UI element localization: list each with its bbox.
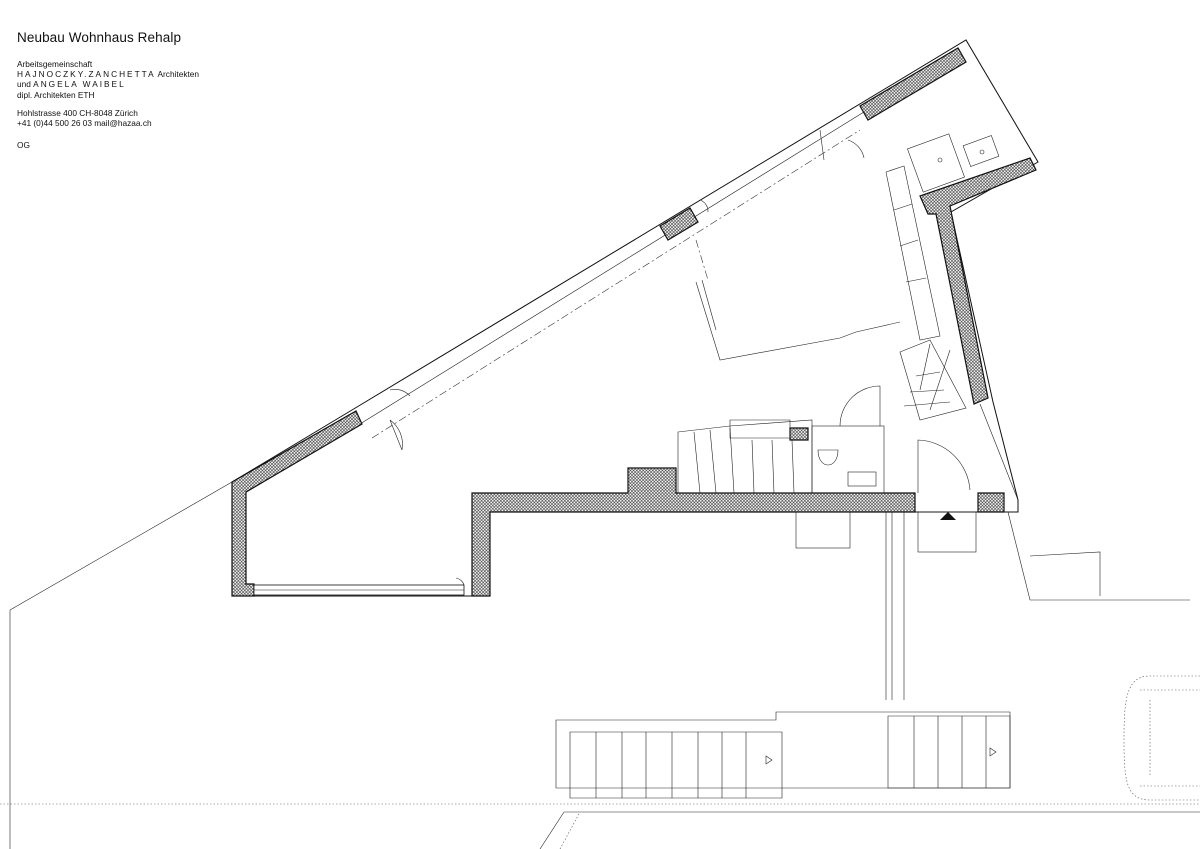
wall-facade-pier-1 xyxy=(659,207,699,241)
title-block: Neubau Wohnhaus Rehalp Arbeitsgemeinscha… xyxy=(17,30,257,150)
built-in-cabinets xyxy=(885,165,941,341)
wall-east-stub xyxy=(977,492,1005,513)
garage-door-left xyxy=(569,731,783,799)
wall-core-stub xyxy=(789,427,809,441)
wc-room xyxy=(811,425,885,494)
wall-left-wing xyxy=(231,410,363,597)
site-boundary-line xyxy=(9,481,233,611)
door-swing-4 xyxy=(699,199,709,213)
wall-central xyxy=(471,467,916,597)
project-title: Neubau Wohnhaus Rehalp xyxy=(17,30,182,45)
bathtub-icon xyxy=(907,133,965,193)
garage-outline xyxy=(555,711,1011,789)
entry-arrow-icon xyxy=(940,512,956,520)
firm-line-1: Arbeitsgemeinschaft xyxy=(17,59,93,69)
entrance-landing xyxy=(917,511,977,553)
door-swing-bottom xyxy=(455,577,465,586)
wall-right-core xyxy=(919,157,1037,405)
firm-name: HAJNOCZKY.ZANCHETTA xyxy=(17,69,156,80)
door-swing-core-1 xyxy=(839,385,881,427)
address-line: Hohlstrasse 400 CH-8048 Zürich xyxy=(17,107,138,118)
door-swing-2 xyxy=(389,389,411,397)
firm-suffix: Architekten xyxy=(155,69,200,80)
entrance-canopy xyxy=(795,511,851,549)
wall-facade-pier-2 xyxy=(859,47,967,121)
firm-line-4: dipl. Architekten ETH xyxy=(17,89,95,100)
partner-name: ANGELA WAIBEL xyxy=(33,79,126,90)
washbasin-icon xyxy=(847,471,877,487)
east-exterior-outline xyxy=(1007,511,1190,601)
room-partition-upper xyxy=(695,281,901,361)
stair-landing xyxy=(729,419,791,439)
car-outline xyxy=(1123,675,1200,801)
firm-line-3: und ANGELA WAIBEL xyxy=(17,79,257,89)
door-swing-1 xyxy=(389,419,403,451)
facade-dashdot-line xyxy=(371,129,861,439)
room-dashdot-diagonal xyxy=(695,239,709,281)
door-swing-core-2 xyxy=(917,439,971,493)
firm-und: und xyxy=(17,79,34,90)
sink-icon xyxy=(962,135,1000,167)
floor-level-label: OG xyxy=(17,140,30,151)
spiral-stair xyxy=(899,339,967,421)
contact-line: +41 (0)44 500 26 03 mail@hazaa.ch xyxy=(17,118,152,129)
door-swing-3 xyxy=(819,129,865,161)
garage-door-right xyxy=(887,715,1011,789)
firm-line-2: HAJNOCZKY.ZANCHETTA Architekten xyxy=(17,69,257,79)
wc-icon xyxy=(817,449,839,466)
